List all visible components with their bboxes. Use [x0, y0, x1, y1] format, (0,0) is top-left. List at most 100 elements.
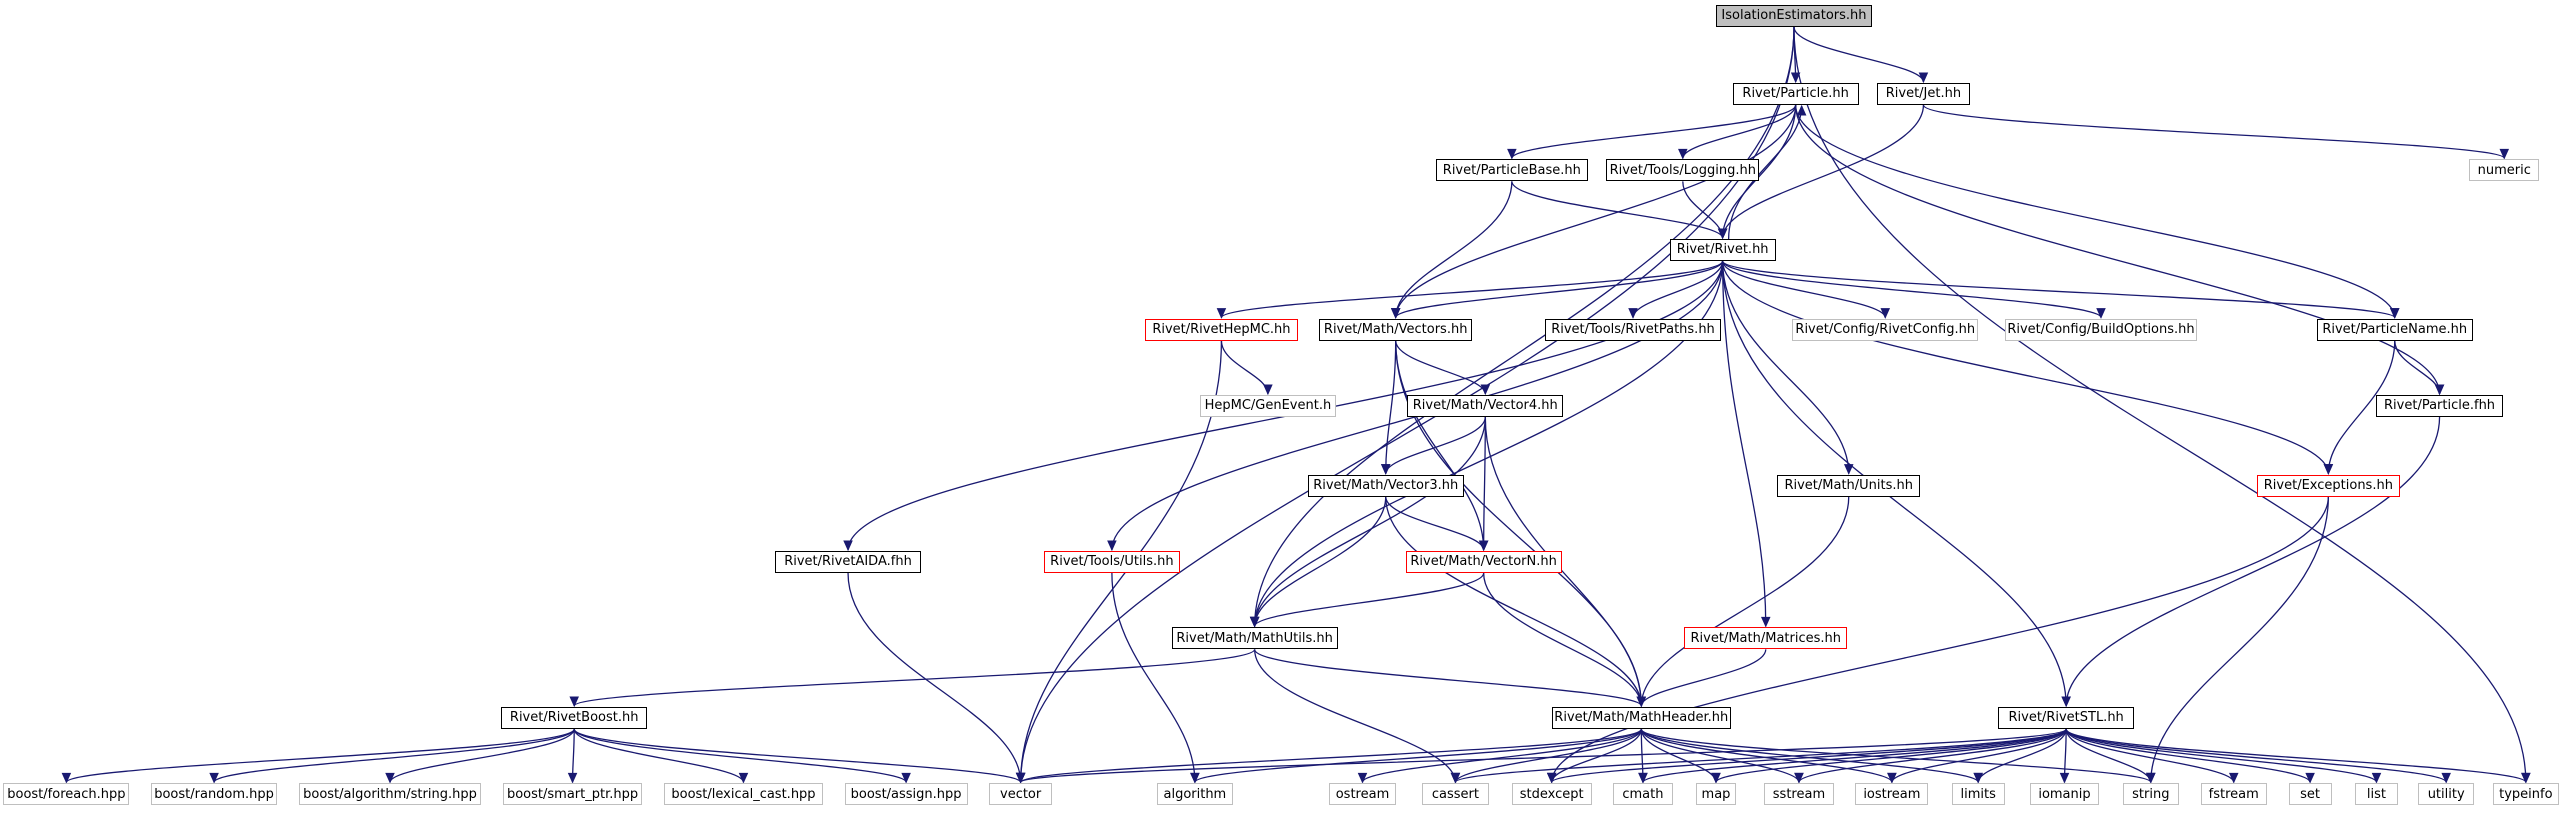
- edge-rivet-to-config: [1721, 260, 1891, 319]
- edge-iso-to-jet: [1793, 26, 1929, 84]
- edge-mathheader-to-ostream: [1357, 728, 1642, 784]
- node-iostream: iostream: [1855, 783, 1929, 806]
- edge-pbase-to-vectors: [1390, 181, 1513, 319]
- edge-rivet-to-hepmc: [1216, 260, 1724, 319]
- edge-stl-to-set: [2065, 728, 2315, 784]
- edge-particle-to-pname: [1794, 104, 2400, 319]
- node-vectors-hh[interactable]: Rivet/Math/Vectors.hh: [1319, 318, 1473, 341]
- node-stdexcept: stdexcept: [1511, 783, 1592, 806]
- node-rivetpaths-hh[interactable]: Rivet/Tools/RivetPaths.hh: [1545, 318, 1721, 341]
- node-boost-algorithm-string: boost/algorithm/string.hpp: [298, 783, 482, 806]
- node-list: list: [2354, 783, 2399, 806]
- edge-boost-to-vector: [573, 728, 1026, 784]
- edge-stl-to-string: [2065, 728, 2156, 784]
- node-vector4-hh[interactable]: Rivet/Math/Vector4.hh: [1407, 394, 1564, 417]
- node-matrices-hh[interactable]: Rivet/Math/Matrices.hh: [1684, 627, 1848, 650]
- node-rivetstl-hh[interactable]: Rivet/RivetSTL.hh: [1998, 706, 2135, 729]
- edge-vector4-to-mathutils: [1249, 416, 1486, 628]
- node-limits: limits: [1951, 783, 2005, 806]
- edge-mathheader-to-limits: [1640, 728, 1983, 784]
- node-numeric: numeric: [2469, 159, 2540, 182]
- node-set: set: [2288, 783, 2332, 806]
- node-mathutils-hh[interactable]: Rivet/Math/MathUtils.hh: [1171, 627, 1338, 650]
- edge-rivet-to-units: [1721, 260, 1854, 475]
- edge-particle-to-pfhh: [1794, 104, 2445, 396]
- edge-rivet-to-matrices: [1721, 260, 1771, 628]
- edge-rivet-to-exceptions: [1721, 260, 2334, 475]
- node-buildoptions-hh: Rivet/Config/BuildOptions.hh: [2004, 318, 2198, 341]
- node-rivet-hh[interactable]: Rivet/Rivet.hh: [1669, 238, 1776, 261]
- edge-iso-to-vector: [1015, 26, 1795, 784]
- edge-logging-to-rivet: [1682, 181, 1728, 240]
- node-vector: vector: [989, 783, 1053, 806]
- node-logging-hh[interactable]: Rivet/Tools/Logging.hh: [1606, 159, 1760, 182]
- edge-mathutils-to-boost: [569, 648, 1256, 708]
- edge-rivet-to-buildopt: [1721, 260, 2106, 319]
- node-rivetconfig-hh: Rivet/Config/RivetConfig.hh: [1792, 318, 1979, 341]
- edge-stl-to-typeinfo: [2065, 728, 2531, 784]
- edge-hepmc-to-genevent: [1220, 340, 1273, 396]
- edge-mathutils-to-mathheader: [1253, 649, 1647, 708]
- edge-vector4-to-vector3: [1380, 416, 1486, 475]
- edge-jet-to-numeric: [1922, 104, 2510, 160]
- edge-boost-to-assign: [573, 728, 911, 784]
- edge-vectorn-to-mathheader: [1483, 572, 1647, 708]
- node-isolation-estimators[interactable]: IsolationEstimators.hh: [1715, 4, 1872, 27]
- node-vector3-hh[interactable]: Rivet/Math/Vector3.hh: [1307, 474, 1464, 497]
- edge-particle-to-logging: [1678, 104, 1797, 160]
- edge-vector3-to-mathheader: [1385, 496, 1647, 708]
- edge-pname-to-pfhh: [2394, 340, 2445, 396]
- edge-aida-to-vector: [847, 572, 1026, 784]
- node-map: map: [1696, 783, 1736, 806]
- edge-rivet-to-vectors: [1390, 260, 1724, 319]
- node-rivetboost-hh[interactable]: Rivet/RivetBoost.hh: [501, 706, 648, 729]
- edge-stl-to-stdexcept: [1546, 728, 2067, 784]
- edge-stl-to-cmath: [1638, 728, 2067, 784]
- node-utils-hh[interactable]: Rivet/Tools/Utils.hh: [1043, 550, 1180, 573]
- edge-stl-to-sstream: [1794, 728, 2067, 784]
- node-rivetaida-fhh[interactable]: Rivet/RivetAIDA.fhh: [775, 550, 922, 573]
- node-string: string: [2122, 783, 2179, 806]
- node-boost-foreach: boost/foreach.hpp: [3, 783, 130, 806]
- edge-rivet-to-paths: [1628, 260, 1724, 319]
- node-sstream: sstream: [1764, 783, 1834, 806]
- node-boost-assign: boost/assign.hpp: [844, 783, 968, 806]
- edge-vectorn-to-mathutils: [1249, 572, 1485, 628]
- edge-stl-to-utility: [2065, 728, 2451, 784]
- edge-boost-to-lexcast: [573, 728, 749, 784]
- node-jet-hh[interactable]: Rivet/Jet.hh: [1876, 82, 1970, 105]
- node-boost-random: boost/random.hpp: [151, 783, 278, 806]
- node-particle-hh[interactable]: Rivet/Particle.hh: [1732, 82, 1859, 105]
- edge-mathheader-to-algorithm: [1190, 728, 1642, 784]
- edge-pname-to-exceptions: [2323, 340, 2396, 475]
- node-utility: utility: [2417, 783, 2475, 806]
- edge-stl-to-cassert: [1450, 728, 2067, 784]
- node-exceptions-hh[interactable]: Rivet/Exceptions.hh: [2257, 474, 2400, 497]
- edge-vectors-to-vector4: [1395, 340, 1491, 396]
- edge-exceptions-to-string: [2146, 496, 2330, 784]
- node-particlename-hh[interactable]: Rivet/ParticleName.hh: [2316, 318, 2473, 341]
- edge-vector3-to-vectorn: [1385, 496, 1489, 552]
- edge-pbase-to-rivet: [1511, 181, 1728, 240]
- edge-particle-to-vectors: [1390, 104, 1797, 319]
- edge-boost-to-foreach: [61, 728, 575, 784]
- edge-stl-to-iomanip: [2059, 728, 2070, 784]
- node-units-hh[interactable]: Rivet/Math/Units.hh: [1777, 474, 1921, 497]
- node-particle-fhh[interactable]: Rivet/Particle.fhh: [2376, 394, 2503, 417]
- node-genevent-h: HepMC/GenEvent.h: [1199, 394, 1336, 417]
- edge-particle-to-pbase: [1507, 104, 1797, 160]
- edge-units-to-mathheader: [1636, 496, 1850, 708]
- node-boost-smart-ptr: boost/smart_ptr.hpp: [502, 783, 643, 806]
- edge-stl-to-iostream: [1887, 728, 2067, 784]
- node-vectorn-hh[interactable]: Rivet/Math/VectorN.hh: [1405, 550, 1562, 573]
- edge-stl-to-fstream: [2065, 728, 2239, 784]
- node-mathheader-hh[interactable]: Rivet/Math/MathHeader.hh: [1551, 706, 1731, 729]
- node-cassert: cassert: [1422, 783, 1489, 806]
- edge-boost-to-smartptr: [567, 728, 578, 784]
- node-particlebase-hh[interactable]: Rivet/ParticleBase.hh: [1435, 159, 1589, 182]
- edge-boost-to-random: [209, 728, 575, 784]
- edge-mathheader-to-sstream: [1640, 728, 1804, 784]
- node-rivethepmc-hh[interactable]: Rivet/RivetHepMC.hh: [1145, 318, 1298, 341]
